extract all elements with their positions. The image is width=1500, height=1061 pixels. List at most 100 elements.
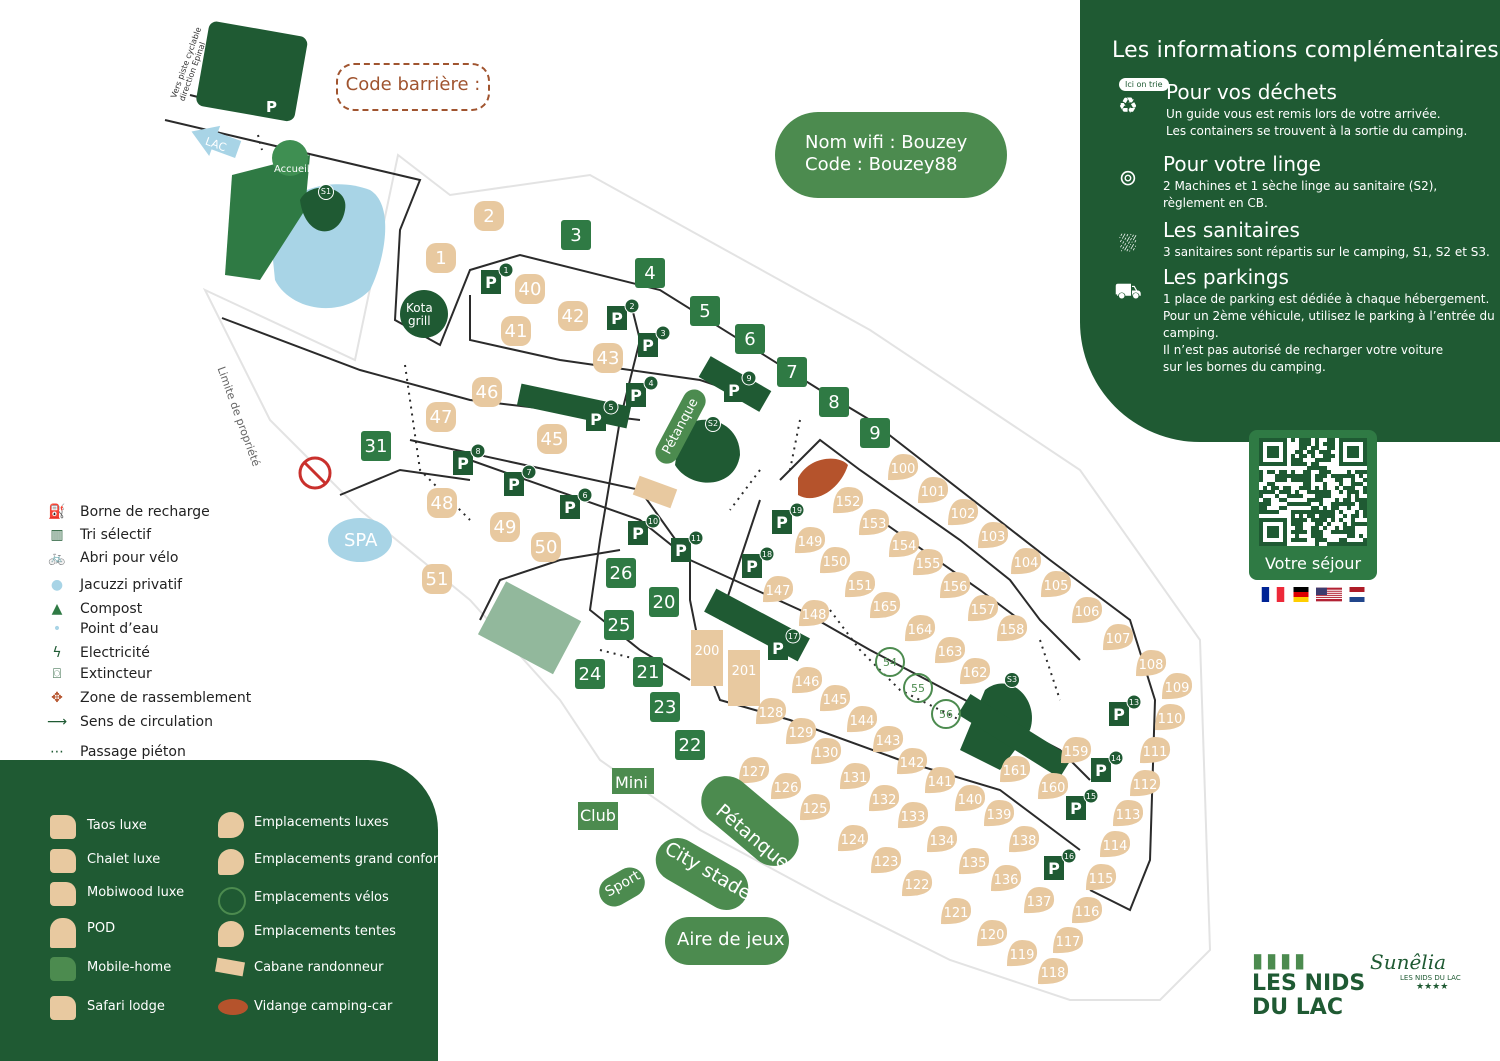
pitch-156[interactable] xyxy=(940,572,971,599)
pitch-155[interactable] xyxy=(913,549,944,576)
pitch-150[interactable] xyxy=(820,547,851,574)
pitch-113[interactable] xyxy=(1113,800,1144,827)
pitch-136[interactable] xyxy=(991,865,1022,892)
pitch-107[interactable] xyxy=(1103,624,1134,651)
pitch-112[interactable] xyxy=(1130,770,1161,797)
safari-lodge-200[interactable] xyxy=(691,630,723,686)
plot-46[interactable] xyxy=(472,377,502,407)
pitch-163[interactable] xyxy=(935,637,966,664)
plot-2[interactable] xyxy=(474,201,504,231)
plot-41[interactable] xyxy=(501,316,531,346)
pitch-108[interactable] xyxy=(1136,650,1167,677)
parking-6[interactable] xyxy=(560,495,580,519)
parking-19[interactable] xyxy=(772,510,792,534)
parking-16[interactable] xyxy=(1044,856,1064,880)
parking-4[interactable] xyxy=(626,383,646,407)
parking-1[interactable] xyxy=(481,270,501,294)
bike-pitch-55[interactable] xyxy=(903,673,933,703)
pitch-109[interactable] xyxy=(1162,673,1193,700)
pitch-159[interactable] xyxy=(1061,737,1092,764)
pitch-134[interactable] xyxy=(927,826,958,853)
bike-pitch-56[interactable] xyxy=(931,699,961,729)
pitch-122[interactable] xyxy=(902,870,933,897)
parking-7[interactable] xyxy=(504,472,524,496)
pitch-138[interactable] xyxy=(1009,826,1040,853)
parking-5[interactable] xyxy=(586,407,606,431)
pitch-158[interactable] xyxy=(997,615,1028,642)
parking-2[interactable] xyxy=(607,306,627,330)
parking-18[interactable] xyxy=(742,554,762,578)
pitch-124[interactable] xyxy=(838,825,869,852)
pitch-151[interactable] xyxy=(845,571,876,598)
pitch-118[interactable] xyxy=(1038,958,1069,985)
plot-9[interactable] xyxy=(860,418,890,448)
plot-47[interactable] xyxy=(426,402,456,432)
pitch-120[interactable] xyxy=(977,920,1008,947)
pitch-146[interactable] xyxy=(792,667,823,694)
plot-22[interactable] xyxy=(675,730,705,760)
pitch-129[interactable] xyxy=(786,718,817,745)
parking-15[interactable] xyxy=(1066,796,1086,820)
pitch-102[interactable] xyxy=(948,499,979,526)
pitch-143[interactable] xyxy=(873,726,904,753)
pitch-104[interactable] xyxy=(1011,548,1042,575)
flag-nl-icon[interactable] xyxy=(1344,587,1370,602)
pitch-140[interactable] xyxy=(955,785,986,812)
pitch-130[interactable] xyxy=(811,738,842,765)
plot-45[interactable] xyxy=(537,424,567,454)
pitch-142[interactable] xyxy=(897,748,928,775)
plot-1[interactable] xyxy=(426,243,456,273)
plot-23[interactable] xyxy=(650,692,680,722)
flag-us-icon[interactable] xyxy=(1316,587,1342,602)
plot-31[interactable] xyxy=(361,431,391,461)
plot-42[interactable] xyxy=(558,301,588,331)
parking-10[interactable] xyxy=(628,521,648,545)
plot-43[interactable] xyxy=(593,343,623,373)
plot-4[interactable] xyxy=(635,258,665,288)
pitch-121[interactable] xyxy=(941,898,972,925)
plot-48[interactable] xyxy=(427,488,457,518)
pitch-110[interactable] xyxy=(1155,704,1186,731)
pitch-128[interactable] xyxy=(756,698,787,725)
pitch-100[interactable] xyxy=(888,454,919,481)
safari-lodge-201[interactable] xyxy=(728,650,760,706)
pitch-164[interactable] xyxy=(905,615,936,642)
pitch-106[interactable] xyxy=(1072,597,1103,624)
qr-card[interactable]: Votre séjour xyxy=(1249,430,1377,580)
pitch-133[interactable] xyxy=(898,802,929,829)
flag-de-icon[interactable] xyxy=(1288,587,1314,602)
pitch-152[interactable] xyxy=(833,487,864,514)
pitch-105[interactable] xyxy=(1041,571,1072,598)
bike-pitch-54[interactable] xyxy=(875,647,905,677)
parking-13[interactable] xyxy=(1109,702,1129,726)
pitch-147[interactable] xyxy=(763,576,794,603)
pitch-123[interactable] xyxy=(871,847,902,874)
pitch-117[interactable] xyxy=(1053,927,1084,954)
pitch-144[interactable] xyxy=(847,706,878,733)
pitch-115[interactable] xyxy=(1086,864,1117,891)
pitch-116[interactable] xyxy=(1072,897,1103,924)
pitch-127[interactable] xyxy=(739,757,770,784)
pitch-126[interactable] xyxy=(771,773,802,800)
plot-51[interactable] xyxy=(422,564,452,594)
plot-20[interactable] xyxy=(649,587,679,617)
qr-code[interactable] xyxy=(1259,438,1367,546)
pitch-141[interactable] xyxy=(925,767,956,794)
flag-fr-icon[interactable] xyxy=(1260,587,1286,602)
plot-25[interactable] xyxy=(604,610,634,640)
pitch-101[interactable] xyxy=(918,477,949,504)
plot-49[interactable] xyxy=(490,512,520,542)
pitch-103[interactable] xyxy=(978,522,1009,549)
plot-7[interactable] xyxy=(777,357,807,387)
parking-8[interactable] xyxy=(453,451,473,475)
pitch-111[interactable] xyxy=(1140,737,1171,764)
pitch-139[interactable] xyxy=(984,800,1015,827)
pitch-145[interactable] xyxy=(820,685,851,712)
plot-26[interactable] xyxy=(606,558,636,588)
pitch-137[interactable] xyxy=(1024,887,1055,914)
parking-11[interactable] xyxy=(671,538,691,562)
pitch-153[interactable] xyxy=(859,509,890,536)
plot-40[interactable] xyxy=(515,274,545,304)
plot-24[interactable] xyxy=(575,659,605,689)
pitch-161[interactable] xyxy=(1000,756,1031,783)
